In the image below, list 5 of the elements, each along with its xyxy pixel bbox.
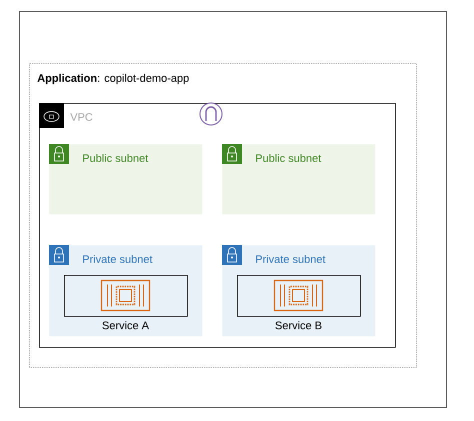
service-box: Service B: [237, 275, 361, 330]
service-box: Service A: [64, 275, 188, 330]
subnet-box: Public subnet: [222, 144, 376, 214]
subnet-box: Public subnet: [49, 144, 202, 214]
group-frame: [19, 11, 447, 408]
